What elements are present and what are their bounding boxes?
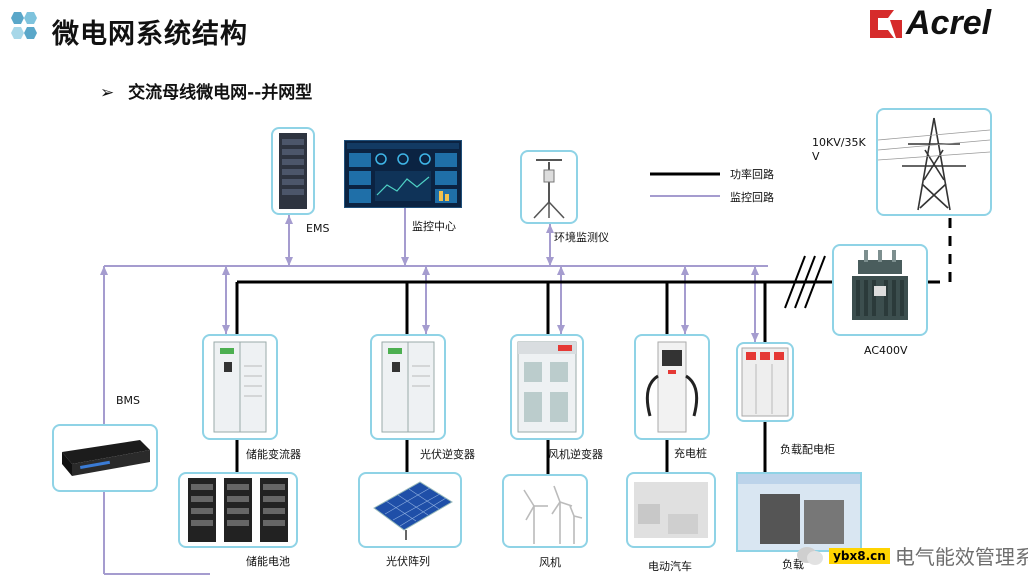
load-cabinet-label: 负载配电柜 <box>780 443 835 456</box>
storage-pcs-label: 储能变流器 <box>246 448 301 461</box>
pv-array-label: 光伏阵列 <box>386 555 430 568</box>
wind-inverter-cabinet-icon <box>517 341 577 433</box>
grid-voltage-line2: V <box>812 150 820 163</box>
subtitle-text: 交流母线微电网--并网型 <box>128 83 313 103</box>
ems-label: EMS <box>306 222 330 235</box>
pv-inverter-label: 光伏逆变器 <box>420 448 475 461</box>
wind-turbine-box <box>502 474 588 548</box>
storage-battery-box <box>178 472 298 548</box>
bms-device-box <box>52 424 158 492</box>
watermark-site: ybx8.cn <box>829 547 890 564</box>
pv-inverter-cabinet-icon <box>381 341 435 433</box>
bms-label: BMS <box>116 394 141 407</box>
load-cabinet-box <box>736 342 794 422</box>
env-monitor-label: 环境监测仪 <box>554 231 609 244</box>
distribution-cabinet-icon <box>741 347 789 417</box>
dashboard-screen-icon <box>347 143 459 203</box>
transformer-box <box>832 244 928 336</box>
ems-server-box <box>271 127 315 215</box>
ev-label: 电动汽车 <box>648 560 692 573</box>
solar-panel-icon <box>373 481 453 540</box>
subtitle: ➢ 交流母线微电网--并网型 <box>100 78 312 103</box>
load-label: 负载 <box>782 558 804 571</box>
ev-box <box>626 472 716 548</box>
pv-array-box <box>358 472 462 548</box>
grid-voltage-line1: 10KV/35K <box>812 136 866 149</box>
env-monitor-box <box>520 150 578 224</box>
load-image <box>736 472 862 552</box>
monitor-center-screen <box>344 140 462 208</box>
storage-battery-label: 储能电池 <box>246 555 290 568</box>
acrel-logo-icon <box>868 8 904 40</box>
monitor-center-label: 监控中心 <box>412 220 456 233</box>
wechat-logo-icon <box>796 545 824 567</box>
wind-inverter-label: 风机逆变器 <box>548 448 603 461</box>
page-title: 微电网系统结构 <box>52 19 248 50</box>
transmission-tower-box <box>876 108 992 216</box>
battery-rack-icon <box>188 478 288 542</box>
header-decoration-icon <box>6 10 46 42</box>
pcs-cabinet-icon <box>213 341 267 433</box>
bms-device-icon <box>62 440 150 476</box>
storage-pcs-box <box>202 334 278 440</box>
brand-logo-text: Acrel <box>906 4 992 42</box>
wind-turbine-icon <box>523 485 583 544</box>
pv-inverter-box <box>370 334 446 440</box>
transformer-label: AC400V <box>864 344 908 357</box>
server-rack-icon <box>279 133 307 209</box>
transmission-tower-icon <box>877 117 991 211</box>
wind-turbine-label: 风机 <box>539 556 561 569</box>
bullet-icon: ➢ <box>100 83 115 103</box>
ev-charger-icon <box>645 341 699 433</box>
watermark: ybx8.cn 电气能效管理系统 <box>796 541 1028 571</box>
wind-inverter-box <box>510 334 584 440</box>
legend-monitor-loop-label: 监控回路 <box>730 191 774 204</box>
electric-car-icon <box>634 482 708 538</box>
load-equipment-icon <box>738 474 860 544</box>
weather-station-icon <box>533 159 565 219</box>
charger-label: 充电桩 <box>674 447 707 460</box>
watermark-text: 电气能效管理系统 <box>894 545 1028 569</box>
transformer-icon <box>852 250 908 320</box>
legend-power-loop-label: 功率回路 <box>730 168 774 181</box>
charger-box <box>634 334 710 440</box>
